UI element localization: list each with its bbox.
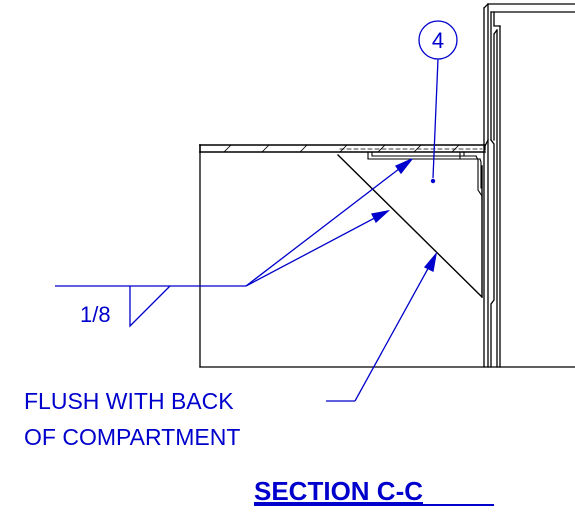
junction-bracket (475, 155, 483, 201)
weld-leader-upper (245, 158, 413, 287)
fillet-weld-triangle (129, 285, 171, 328)
top-plate (199, 144, 486, 153)
callout-dot (430, 178, 436, 184)
gusset (337, 154, 483, 298)
weld-leader-lower (245, 210, 389, 287)
weld-arrow-lower (371, 209, 391, 224)
callout-4 (418, 20, 458, 184)
weld-symbol (55, 158, 413, 328)
wall-panel (483, 3, 575, 368)
formed-channel (367, 151, 481, 160)
callout-number: 4 (432, 28, 444, 53)
note-line-2: OF COMPARTMENT (24, 424, 240, 450)
section-title: SECTION C-C (254, 476, 423, 506)
compartment-box (199, 151, 575, 368)
part-linework (199, 3, 575, 368)
annotations (55, 20, 458, 402)
note-arrow (423, 251, 438, 272)
note-leader (326, 251, 438, 402)
note-line-1: FLUSH WITH BACK (24, 388, 234, 414)
callout-leader (432, 58, 439, 179)
weld-size-label: 1/8 (80, 302, 111, 327)
weld-arrow-upper (395, 158, 413, 175)
